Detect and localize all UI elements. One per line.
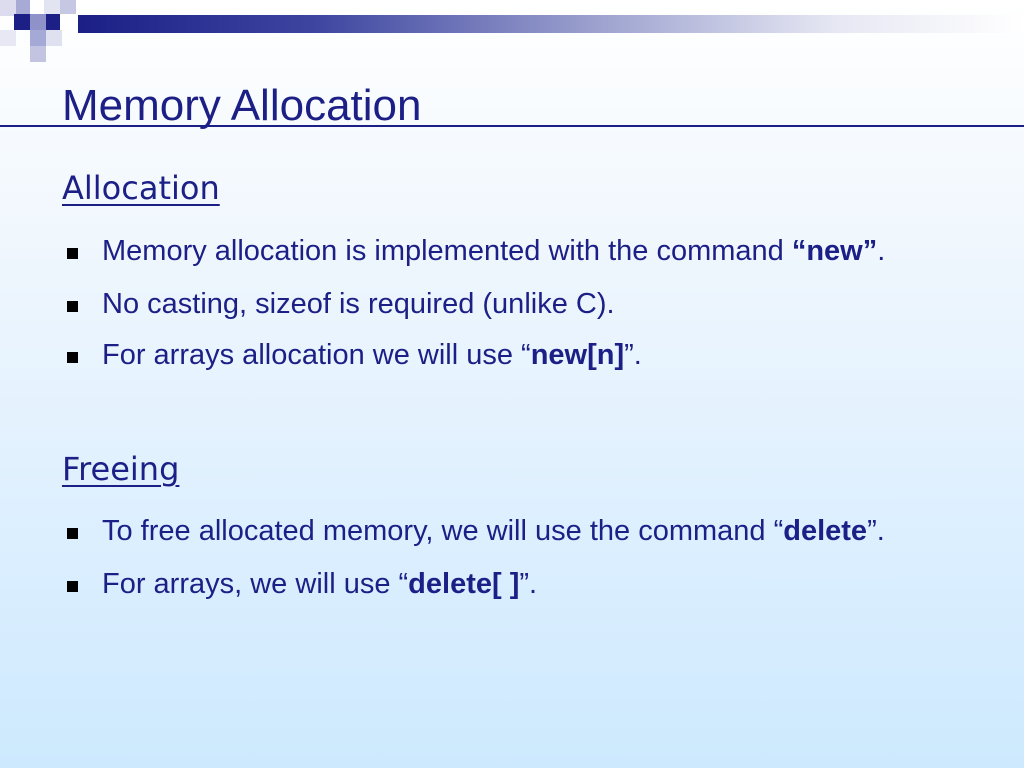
decorative-square [46, 30, 62, 46]
decorative-square [30, 30, 46, 46]
bullet-list-freeing: To free allocated memory, we will use th… [62, 514, 962, 618]
bullet-list-allocation: Memory allocation is implemented with th… [62, 234, 962, 389]
square-bullet-icon [67, 352, 78, 363]
slide-title: Memory Allocation [62, 81, 422, 130]
bullet-text: To free allocated memory, we will use th… [102, 515, 784, 547]
bullet-item: Memory allocation is implemented with th… [62, 234, 962, 268]
decorative-square [16, 0, 32, 16]
decorative-square [30, 0, 46, 16]
bullet-text: No casting, sizeof is required (unlike C… [102, 288, 615, 320]
decorative-square [0, 30, 16, 46]
square-bullet-icon [67, 581, 78, 592]
section-heading-allocation: Allocation [62, 169, 220, 207]
decorative-square [30, 46, 46, 62]
bullet-item: For arrays, we will use “delete[ ]”. [62, 567, 962, 601]
bullet-text-end: . [877, 235, 886, 267]
decorative-square [60, 0, 76, 16]
bullet-text-end: ”. [867, 515, 885, 547]
bullet-keyword: new[n] [530, 339, 625, 371]
bullet-text: For arrays, we will use “ [102, 568, 409, 600]
bullet-text-end: ”. [519, 568, 538, 600]
decorative-square [14, 14, 30, 30]
bullet-text-end: ”. [624, 339, 642, 371]
square-bullet-icon [67, 301, 78, 312]
bullet-item: No casting, sizeof is required (unlike C… [62, 287, 962, 321]
decorative-square [30, 14, 46, 30]
bullet-keyword: “new” [791, 235, 878, 267]
decorative-square [60, 14, 76, 30]
slide-banner [0, 0, 1024, 62]
bullet-item: For arrays allocation we will use “new[n… [62, 338, 962, 372]
square-bullet-icon [67, 528, 78, 539]
decorative-square [0, 0, 16, 16]
gradient-bar [78, 15, 1024, 33]
bullet-text: Memory allocation is implemented with th… [102, 235, 792, 267]
bullet-text: For arrays allocation we will use “ [102, 339, 531, 371]
bullet-keyword: delete[ ] [408, 568, 520, 600]
decorative-square [46, 14, 62, 30]
title-divider [0, 125, 1024, 127]
decorative-square [44, 0, 60, 16]
section-heading-freeing: Freeing [62, 450, 180, 488]
square-bullet-icon [67, 248, 78, 259]
bullet-keyword: delete [783, 515, 868, 547]
bullet-item: To free allocated memory, we will use th… [62, 514, 962, 548]
